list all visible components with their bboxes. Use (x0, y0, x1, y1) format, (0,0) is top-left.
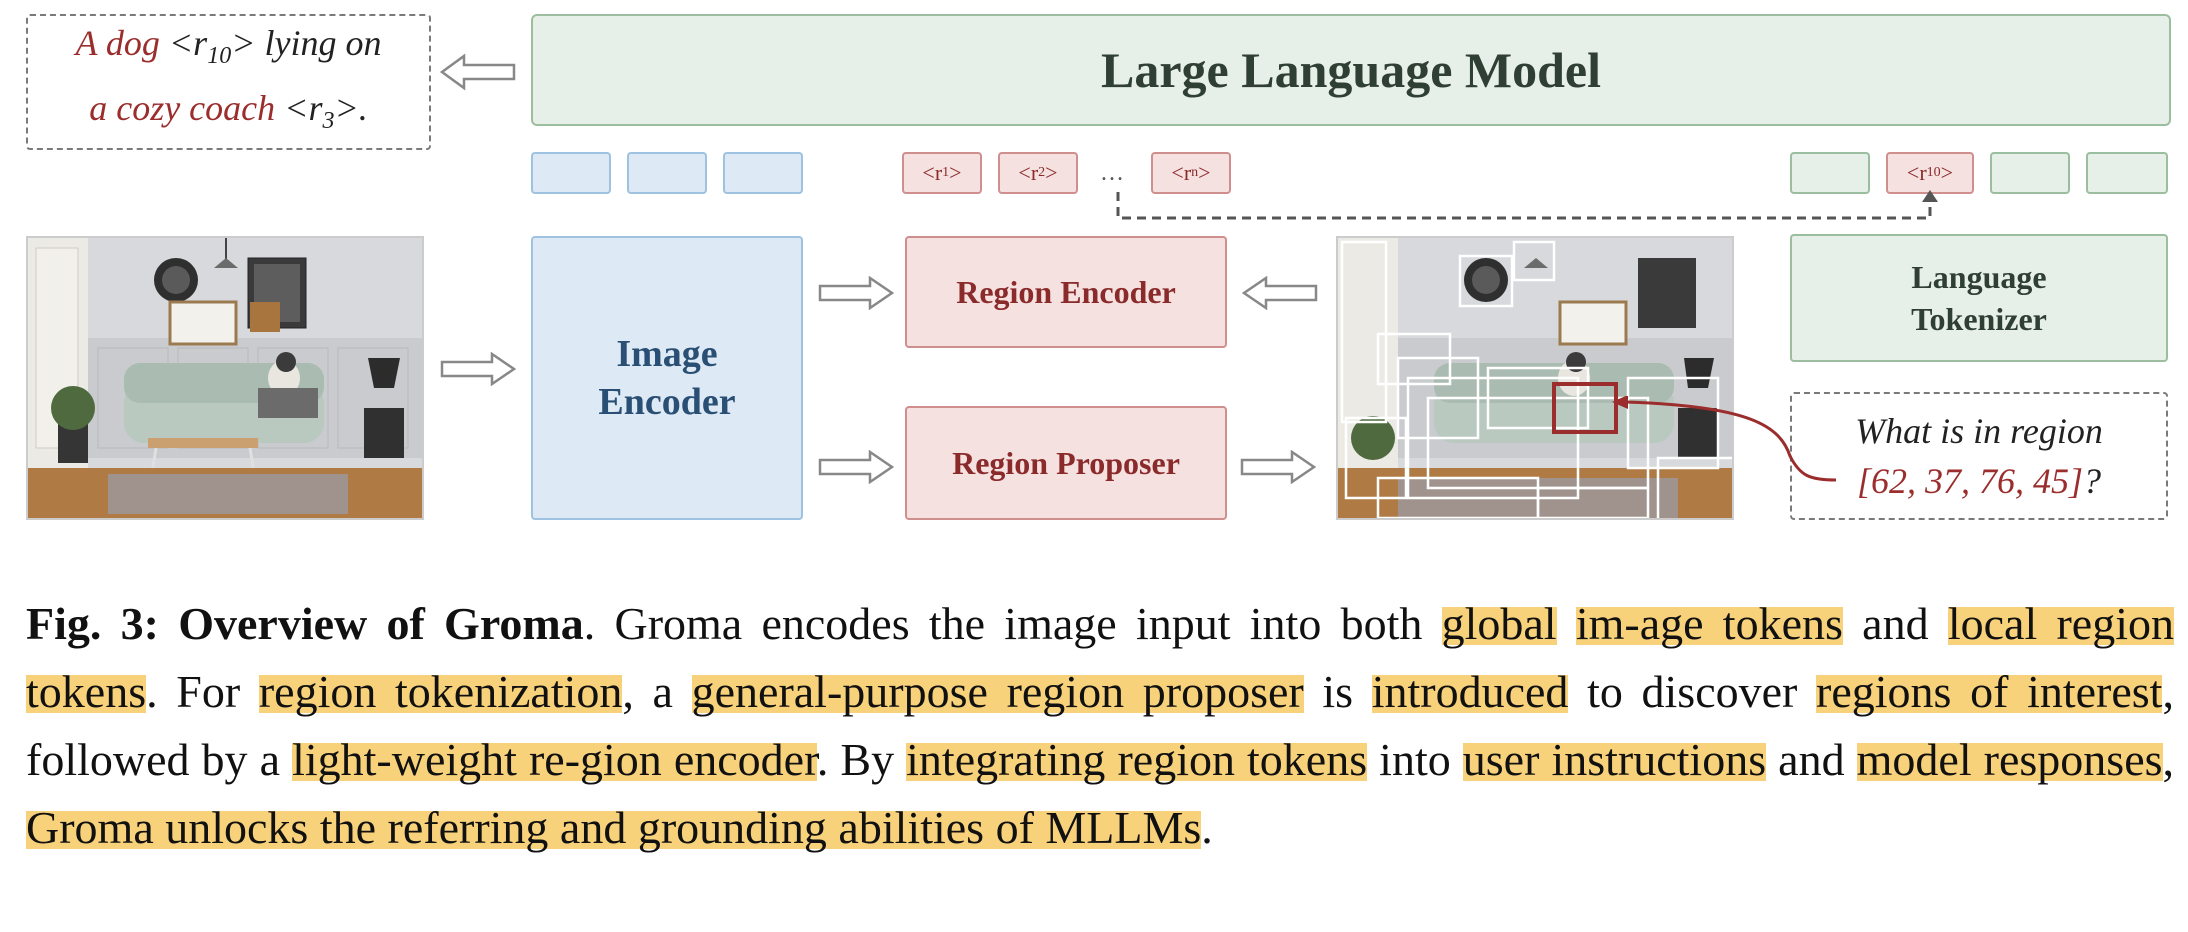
model-output-box: A dog <r10> lying on a cozy coach <r3>. (26, 14, 431, 150)
input-image (26, 236, 424, 520)
language-tokenizer-label-line1: Language (1911, 259, 2047, 295)
image-token-2 (627, 152, 707, 194)
caption-highlighted-phrase: Groma unlocks the referring and groundin… (26, 802, 1202, 853)
text-token-2 (1990, 152, 2070, 194)
output-rest-1: lying on (255, 22, 382, 63)
coordinates-to-box-arrow (1612, 396, 1837, 482)
caption-text: , followed by a (26, 666, 2174, 785)
proposer-to-proposals-arrow (1240, 450, 1317, 484)
encoder-to-region-proposer-arrow (818, 450, 895, 484)
image-token-1 (531, 152, 611, 194)
caption-body: . Groma encodes the image input into bot… (26, 598, 2174, 853)
output-token-r10: <r10> (168, 22, 256, 69)
image-token-3 (723, 152, 803, 194)
region-proposer-label: Region Proposer (952, 444, 1180, 481)
encoder-to-region-encoder-arrow (818, 276, 895, 310)
living-room-with-boxes-illustration (1338, 238, 1732, 518)
region-encoder-block: Region Encoder (905, 236, 1227, 348)
region-proposals-image (1336, 236, 1734, 520)
caption-highlighted-phrase: user instructions (1462, 734, 1767, 785)
living-room-illustration (28, 238, 422, 518)
output-line-2: a cozy coach <r3>. (89, 82, 368, 147)
image-encoder-label-line2: Encoder (598, 381, 736, 423)
question-line-1: What is in region (1855, 411, 2103, 451)
caption-highlighted-phrase: introduced (1371, 666, 1569, 717)
question-mark: ? (2083, 461, 2102, 501)
image-to-encoder-arrow (440, 352, 517, 386)
caption-text: , (2162, 734, 2175, 785)
question-line-2: [62, 37, 76, 45]? (1857, 456, 2101, 506)
caption-text: . (1201, 802, 1213, 853)
region-encoder-label: Region Encoder (956, 273, 1176, 310)
caption-text: to discover (1568, 666, 1817, 717)
region-token-ellipsis: … (1100, 160, 1124, 186)
text-token-3 (2086, 152, 2168, 194)
caption-text (1557, 598, 1576, 649)
image-encoder-label-line1: Image (616, 333, 718, 375)
caption-highlighted-phrase: light-weight re-gion encoder (292, 734, 817, 785)
caption-text: . Groma encodes the image input into bot… (583, 598, 1442, 649)
output-line-1: A dog <r10> lying on (76, 17, 382, 82)
proposals-to-region-encoder-arrow (1241, 276, 1318, 310)
output-token-r3: <r3>. (275, 88, 368, 135)
caption-highlighted-phrase: global (1441, 598, 1557, 649)
user-question-box: What is in region [62, 37, 76, 45]? (1790, 392, 2168, 520)
region-proposer-block: Region Proposer (905, 406, 1227, 520)
caption-text: is (1303, 666, 1372, 717)
caption-title: Overview of Groma (178, 598, 584, 649)
caption-highlighted-phrase: general-purpose region proposer (691, 666, 1304, 717)
language-tokenizer-label-line2: Tokenizer (1911, 301, 2047, 337)
output-phrase-coach: a cozy coach (89, 88, 276, 128)
caption-highlighted-phrase: region tokenization (258, 666, 623, 717)
question-coordinates: [62, 37, 76, 45] (1856, 461, 2084, 501)
text-token-1 (1790, 152, 1870, 194)
caption-text: , a (622, 666, 692, 717)
caption-text: and (1842, 598, 1948, 649)
caption-text: . By (816, 734, 907, 785)
caption-highlighted-phrase: integrating region tokens (906, 734, 1368, 785)
caption-highlighted-phrase: im-age tokens (1575, 598, 1843, 649)
llm-label: Large Language Model (1101, 42, 1601, 98)
caption-text: and (1766, 734, 1857, 785)
output-phrase-dog: A dog (75, 22, 160, 63)
caption-highlighted-phrase: regions of interest (1816, 666, 2163, 717)
region-to-r10-dashed-connector (1116, 190, 1938, 220)
llm-to-output-arrow (439, 53, 516, 91)
figure-caption: Fig. 3: Overview of Groma. Groma encodes… (26, 590, 2174, 862)
caption-text: into (1367, 734, 1463, 785)
caption-figure-number: Fig. 3: (26, 598, 159, 649)
caption-text: . For (146, 666, 259, 717)
large-language-model-block: Large Language Model (531, 14, 2171, 126)
caption-highlighted-phrase: model responses (1856, 734, 2163, 785)
